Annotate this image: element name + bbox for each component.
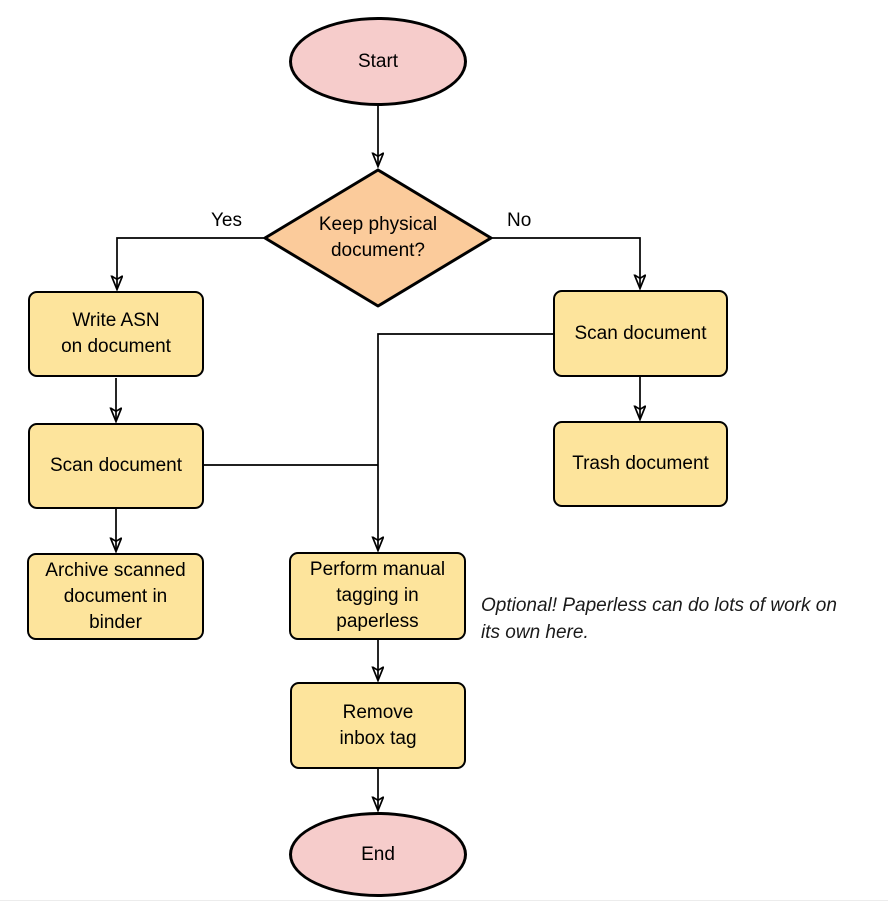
edge-scan-right-to-perform-tagging bbox=[378, 333, 553, 549]
node-archive-scanned: Archive scanned document in binder bbox=[27, 553, 204, 640]
node-start-label: Start bbox=[357, 50, 399, 72]
node-end: End bbox=[289, 812, 467, 897]
node-decision-label: Keep physical document? bbox=[265, 170, 491, 306]
optional-annotation: Optional! Paperless can do lots of work … bbox=[481, 595, 837, 643]
bottom-divider bbox=[0, 900, 888, 901]
node-trash-document-label: Trash document bbox=[572, 453, 709, 474]
node-scan-document-right: Scan document bbox=[553, 290, 728, 377]
node-scan-document-right-label: Scan document bbox=[574, 322, 707, 344]
decision-shape bbox=[263, 168, 493, 308]
node-perform-manual-tagging-label: Perform manual tagging in paperless bbox=[309, 559, 446, 632]
node-trash-document: Trash document bbox=[553, 421, 728, 507]
node-archive-scanned-label: Archive scanned document in binder bbox=[45, 559, 186, 633]
edge-decision-yes-to-write-asn bbox=[117, 237, 264, 288]
node-remove-inbox-tag: Remove inbox tag bbox=[290, 682, 466, 769]
node-scan-document-left: Scan document bbox=[28, 423, 204, 509]
edge-decision-no-to-scan-right bbox=[492, 237, 640, 287]
edge-label-no: No bbox=[507, 210, 532, 231]
node-end-label: End bbox=[361, 843, 395, 865]
node-start: Start bbox=[289, 17, 467, 106]
node-write-asn: Write ASN on document bbox=[28, 291, 204, 377]
decision-label-text: Keep physical document? bbox=[318, 214, 438, 261]
node-write-asn-label: Write ASN on document bbox=[61, 310, 171, 357]
node-perform-manual-tagging: Perform manual tagging in paperless bbox=[289, 552, 466, 640]
edge-label-yes: Yes bbox=[211, 210, 242, 231]
node-remove-inbox-tag-label: Remove inbox tag bbox=[339, 701, 417, 749]
node-scan-document-left-label: Scan document bbox=[49, 455, 183, 476]
